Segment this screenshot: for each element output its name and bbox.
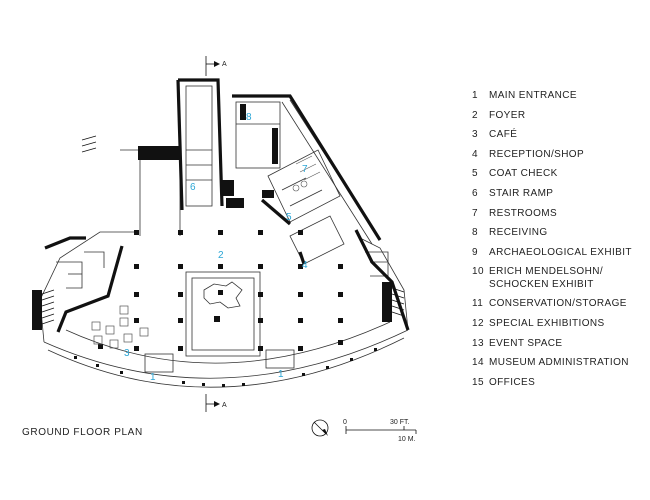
north-arrow-icon bbox=[311, 419, 329, 437]
restroom-fixtures bbox=[292, 155, 321, 192]
scale-feet-label: 30 FT. bbox=[390, 419, 410, 426]
legend-label: ARCHAEOLOGICAL EXHIBIT bbox=[489, 246, 632, 258]
scale-meters-label: 10 M. bbox=[398, 436, 416, 443]
legend-item: 15 OFFICES bbox=[472, 377, 649, 389]
room-number-stair-ramp: 6 bbox=[190, 182, 196, 193]
legend-number: 10 bbox=[472, 266, 484, 278]
section-label-top: A bbox=[222, 61, 227, 68]
room-number-foyer: 2 bbox=[218, 250, 224, 261]
room-number-reception: 4 bbox=[302, 260, 308, 271]
legend-item: 8 RECEIVING bbox=[472, 227, 649, 239]
room-number-entrance-right: 1 bbox=[278, 369, 284, 380]
legend-number: 13 bbox=[472, 337, 484, 349]
cafe-tables bbox=[91, 305, 149, 349]
legend-number: 4 bbox=[472, 148, 478, 160]
legend-item: 7 RESTROOMS bbox=[472, 208, 649, 220]
legend-item: 6 STAIR RAMP bbox=[472, 188, 649, 200]
section-arrow-icon bbox=[214, 61, 220, 67]
scale-bar: 0 30 FT. 10 M. bbox=[343, 419, 417, 443]
legend-item: 14 MUSEUM ADMINISTRATION bbox=[472, 357, 649, 369]
legend-number: 9 bbox=[472, 246, 478, 258]
legend-number: 2 bbox=[472, 109, 478, 121]
legend-item: 10 ERICH MENDELSOHN/ SCHOCKEN EXHIBIT bbox=[472, 266, 649, 291]
legend-label: ERICH MENDELSOHN/ SCHOCKEN EXHIBIT bbox=[489, 266, 604, 290]
section-marker-bottom: A bbox=[205, 394, 227, 412]
legend-item: 5 COAT CHECK bbox=[472, 168, 649, 180]
legend-item: 4 RECEPTION/SHOP bbox=[472, 149, 649, 161]
legend-number: 5 bbox=[472, 168, 478, 180]
room-number-coat-check: 5 bbox=[286, 212, 292, 223]
room-number-cafe: 3 bbox=[124, 348, 130, 359]
legend-label: STAIR RAMP bbox=[489, 187, 554, 199]
court-exhibit-outline bbox=[203, 281, 243, 309]
plan-linework bbox=[39, 85, 409, 388]
legend-label: FOYER bbox=[489, 109, 526, 121]
legend-item: 13 EVENT SPACE bbox=[472, 338, 649, 350]
legend-label: RESTROOMS bbox=[489, 207, 558, 219]
legend-label: RECEIVING bbox=[489, 227, 548, 239]
legend-label: CAFÉ bbox=[489, 129, 518, 141]
legend-label: COAT CHECK bbox=[489, 168, 558, 180]
legend-item: 9 ARCHAEOLOGICAL EXHIBIT bbox=[472, 247, 649, 259]
legend-number: 6 bbox=[472, 187, 478, 199]
plan-solid-blocks bbox=[32, 104, 392, 330]
legend-number: 1 bbox=[472, 90, 478, 101]
facade-mullions bbox=[74, 348, 377, 387]
legend-item: 11 CONSERVATION/STORAGE bbox=[472, 298, 649, 310]
structural-columns bbox=[98, 230, 343, 351]
legend-item: 3 CAFÉ bbox=[472, 129, 649, 141]
legend-label: OFFICES bbox=[489, 376, 536, 388]
section-arrow-icon bbox=[214, 401, 220, 407]
section-label-bottom: A bbox=[222, 402, 227, 409]
legend-number: 15 bbox=[472, 376, 484, 388]
legend-number: 3 bbox=[472, 129, 478, 141]
plan-heavy-walls bbox=[44, 78, 410, 333]
legend-label: MAIN ENTRANCE bbox=[489, 90, 577, 101]
legend-item: 12 SPECIAL EXHIBITIONS bbox=[472, 318, 649, 330]
legend-number: 12 bbox=[472, 317, 484, 329]
scale-zero-label: 0 bbox=[343, 419, 347, 426]
section-marker-top: A bbox=[205, 56, 227, 76]
legend-label: MUSEUM ADMINISTRATION bbox=[489, 357, 629, 369]
stair-hatching bbox=[41, 135, 405, 325]
legend-label: SPECIAL EXHIBITIONS bbox=[489, 317, 605, 329]
room-legend: 1 MAIN ENTRANCE 2 FOYER 3 CAFÉ 4 RECEPTION/SHOP… bbox=[472, 90, 649, 396]
room-number-receiving: 8 bbox=[246, 112, 252, 123]
legend-number: 8 bbox=[472, 227, 478, 239]
plan-title: GROUND FLOOR PLAN bbox=[22, 427, 143, 438]
legend-item: 2 FOYER bbox=[472, 110, 649, 122]
room-number-entrance-left: 1 bbox=[150, 372, 156, 383]
room-number-restrooms: 7 bbox=[302, 164, 308, 175]
legend-label: RECEPTION/SHOP bbox=[489, 148, 585, 160]
legend-label: EVENT SPACE bbox=[489, 337, 563, 349]
legend-label: CONSERVATION/STORAGE bbox=[489, 298, 627, 310]
legend-number: 11 bbox=[472, 298, 484, 310]
legend-item: 1 MAIN ENTRANCE bbox=[472, 90, 649, 102]
legend-number: 14 bbox=[472, 357, 484, 369]
legend-number: 7 bbox=[472, 207, 478, 219]
